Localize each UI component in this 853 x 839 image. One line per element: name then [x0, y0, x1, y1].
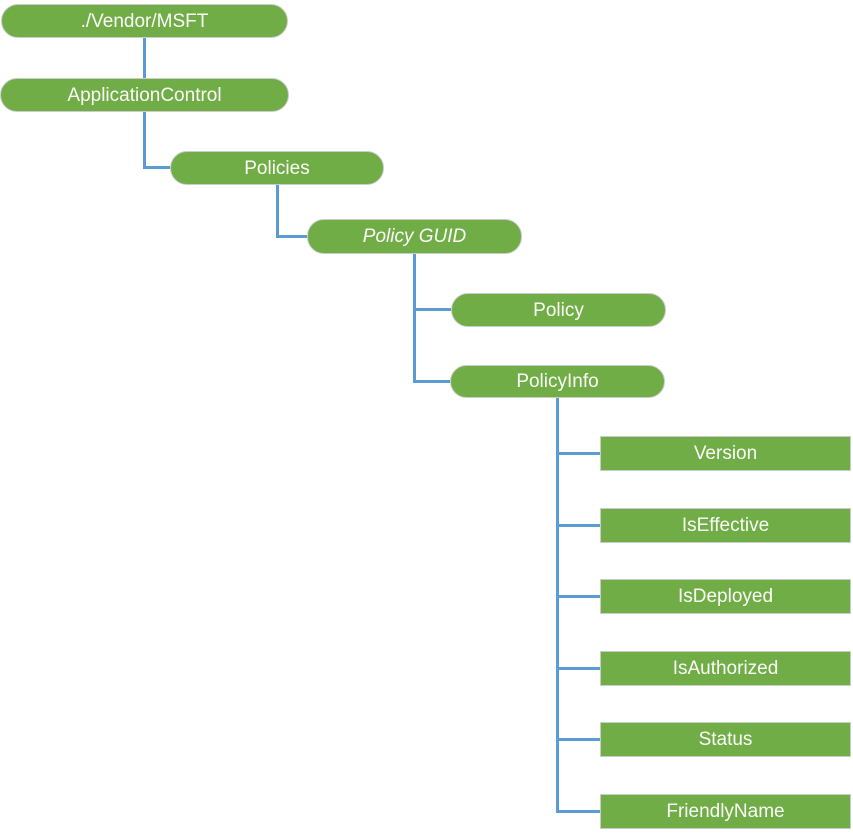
node-vendor-msft: ./Vendor/MSFT [1, 4, 288, 38]
connector-policies-to-policyguid-horizontal [276, 235, 307, 238]
node-policy: Policy [451, 293, 666, 327]
node-policy-info: PolicyInfo [450, 365, 665, 398]
node-application-control: ApplicationControl [0, 78, 289, 112]
connector-policyguid-to-policyinfo [413, 380, 450, 383]
connector-policyinfo-trunk [556, 398, 559, 813]
connector-vendor-to-applicationcontrol [143, 38, 146, 78]
connector-policyinfo-to-status [556, 738, 600, 741]
node-friendly-name: FriendlyName [600, 794, 851, 829]
connector-policyinfo-to-isauthorized [556, 667, 600, 670]
connector-policyguid-trunk [413, 254, 416, 383]
node-policy-guid: Policy GUID [307, 219, 522, 254]
connector-policyinfo-to-isdeployed [556, 595, 600, 598]
node-is-deployed: IsDeployed [600, 579, 851, 614]
connector-applicationcontrol-to-policies-vertical [143, 112, 146, 169]
connector-policyinfo-to-version [556, 452, 600, 455]
node-status: Status [600, 722, 851, 757]
node-is-effective: IsEffective [600, 508, 851, 543]
connector-applicationcontrol-to-policies-horizontal [143, 166, 170, 169]
node-version: Version [600, 436, 851, 471]
connector-policyinfo-to-iseffective [556, 524, 600, 527]
connector-policyguid-to-policy [413, 308, 451, 311]
node-is-authorized: IsAuthorized [600, 651, 851, 686]
connector-policyinfo-to-friendlyname [556, 810, 600, 813]
connector-policies-to-policyguid-vertical [276, 185, 279, 238]
node-policies: Policies [170, 151, 384, 185]
